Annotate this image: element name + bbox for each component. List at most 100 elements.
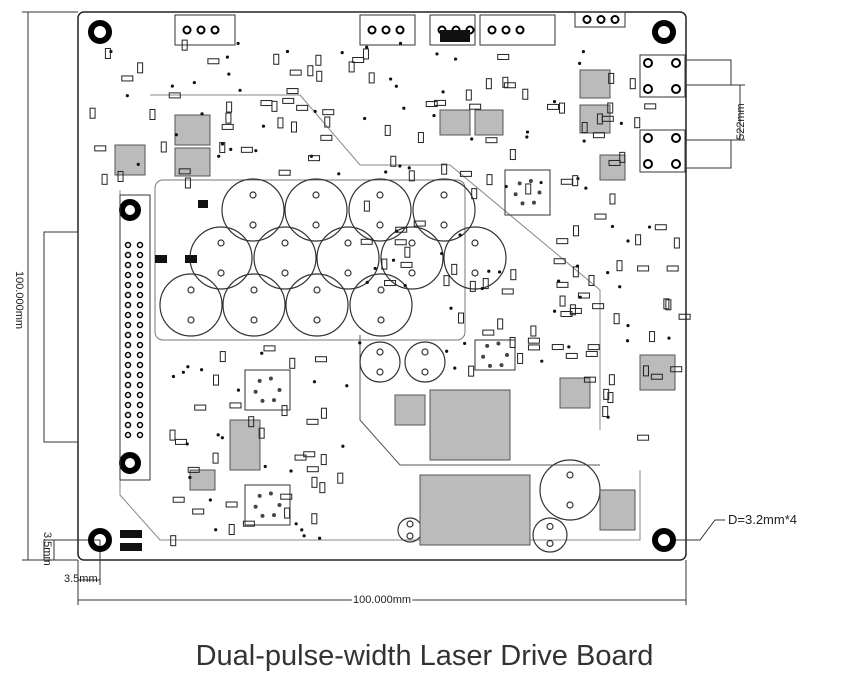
smd-component xyxy=(434,99,447,106)
smd-component xyxy=(602,406,609,418)
smd-component xyxy=(572,266,579,278)
via xyxy=(220,436,224,440)
smd-component xyxy=(101,173,108,185)
via xyxy=(125,94,129,98)
connector-pin xyxy=(596,15,606,24)
smd-component xyxy=(592,132,605,139)
via xyxy=(373,266,377,271)
via xyxy=(171,374,176,379)
via xyxy=(236,388,241,392)
smd-component xyxy=(497,53,510,60)
ic-pin xyxy=(485,343,490,348)
smd-component xyxy=(320,454,327,466)
via xyxy=(626,323,630,328)
via xyxy=(525,130,530,134)
smd-component xyxy=(619,151,626,163)
smd-component xyxy=(588,274,595,286)
ic-pin xyxy=(481,354,486,359)
via xyxy=(578,61,582,66)
mounting-hole xyxy=(119,199,141,221)
smd-component xyxy=(451,263,458,275)
smd-component xyxy=(320,134,333,141)
via xyxy=(109,49,113,54)
via xyxy=(453,57,458,61)
via xyxy=(470,137,474,141)
smd-component xyxy=(303,451,316,458)
capacitor xyxy=(412,178,476,242)
smd-component xyxy=(425,101,438,108)
via xyxy=(391,258,396,262)
smd-component xyxy=(258,427,265,439)
capacitor-pin xyxy=(281,269,289,277)
smd-component xyxy=(408,170,415,182)
smd-component xyxy=(592,303,605,310)
via xyxy=(186,365,190,369)
via xyxy=(341,444,345,448)
height-dimension-label: 100.000mm xyxy=(13,271,25,329)
smd-component xyxy=(527,337,540,344)
smd-component xyxy=(322,109,335,116)
smd-component xyxy=(263,345,276,352)
capacitor-pin xyxy=(217,269,225,277)
via xyxy=(227,72,231,76)
via xyxy=(263,464,267,469)
via xyxy=(606,271,610,275)
smd-component xyxy=(219,351,226,363)
ic-package xyxy=(244,484,291,526)
smd-component xyxy=(670,366,683,373)
ic-pin xyxy=(257,378,262,383)
smd-component xyxy=(546,103,559,110)
capacitor-pin xyxy=(471,239,479,247)
figure-title: Dual-pulse-width Laser Drive Board xyxy=(195,640,654,672)
header-pin xyxy=(124,421,132,429)
connector-pin xyxy=(643,84,653,94)
smd-component xyxy=(530,325,537,337)
connector-pin xyxy=(582,15,592,24)
smd-component xyxy=(637,265,650,272)
capacitor-pin xyxy=(408,239,416,247)
via xyxy=(618,285,622,289)
connector-pin xyxy=(671,84,681,94)
smd-component xyxy=(137,62,144,74)
smd-component xyxy=(608,72,615,84)
capacitor xyxy=(159,273,223,337)
smd-component xyxy=(551,344,564,351)
via xyxy=(285,49,290,54)
capacitor-pin xyxy=(471,269,479,277)
via xyxy=(575,264,580,268)
ic-package xyxy=(244,369,291,411)
capacitor-pin xyxy=(406,532,414,540)
smd-component xyxy=(175,438,188,445)
smd-component xyxy=(384,280,397,287)
mounting-hole xyxy=(652,528,676,552)
smd-component xyxy=(644,103,657,110)
via xyxy=(294,522,298,526)
capacitor-pin xyxy=(376,348,384,356)
via xyxy=(216,433,220,437)
ic-pin xyxy=(496,341,501,346)
smd-component xyxy=(320,407,327,419)
pad xyxy=(120,530,142,538)
pad xyxy=(440,30,470,42)
via xyxy=(337,172,341,176)
smd-component xyxy=(603,388,610,400)
ic-pin xyxy=(517,181,522,186)
via xyxy=(626,239,630,243)
via xyxy=(458,233,462,237)
via xyxy=(402,106,406,110)
via xyxy=(610,224,615,229)
via xyxy=(407,166,411,170)
smd-component xyxy=(290,121,297,133)
capacitor xyxy=(285,273,349,337)
via xyxy=(312,380,317,384)
chip xyxy=(599,489,636,531)
via xyxy=(389,77,393,81)
header-pin xyxy=(124,361,132,369)
smd-component xyxy=(482,278,489,290)
ic-pin xyxy=(499,363,504,368)
chip xyxy=(189,469,216,491)
header-pin xyxy=(136,411,144,419)
ic-pin xyxy=(537,190,542,195)
via xyxy=(552,309,557,313)
smd-component xyxy=(573,225,580,237)
